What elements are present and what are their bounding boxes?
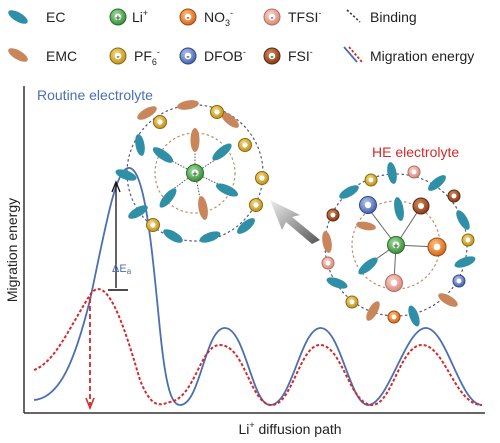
legend-item-no3: - NO3-: [179, 8, 233, 28]
legend-label-no3: NO: [204, 9, 225, 25]
legend-label-fsi: FSI: [288, 48, 310, 64]
minus-sign-icon: -: [270, 13, 273, 22]
legend-label-no3-sub: 3: [225, 18, 230, 28]
plot-axes: Migration energy Li+ diffusion path: [4, 86, 485, 437]
legend-label-li-sup: +: [143, 8, 148, 18]
activation-energy-arrow: ΔEa: [108, 180, 132, 291]
svg-text:+: +: [192, 170, 199, 179]
ec-molecule-icon: [8, 10, 28, 24]
svg-text:NO3-: NO3-: [204, 8, 233, 28]
svg-text:DFOB-: DFOB-: [204, 47, 246, 64]
svg-text:+: +: [393, 242, 400, 251]
legend-label-pf6: PF: [134, 48, 152, 64]
svg-text:Li+: Li+: [132, 8, 148, 25]
legend-label-pf6-sup: -: [157, 47, 160, 57]
legend-label-no3-sup: -: [230, 8, 233, 18]
legend-label-pf6-sub: 6: [152, 57, 157, 67]
legend-label-migration: Migration energy: [370, 48, 474, 64]
minus-sign-icon: -: [270, 52, 273, 61]
legend-label-fsi-sup: -: [310, 47, 313, 57]
legend-label-ec: EC: [46, 9, 65, 25]
legend-label-li: Li: [132, 9, 143, 25]
legend-item-dfob: - DFOB-: [179, 47, 246, 65]
minus-sign-icon: -: [116, 52, 119, 61]
transition-arrow-icon: [270, 200, 320, 244]
y-axis-label: Migration energy: [4, 198, 20, 302]
routine-solvation-structure: +: [115, 100, 269, 243]
legend-label-tfsi-sup: -: [318, 8, 321, 18]
svg-text:FSI-: FSI-: [288, 47, 313, 64]
legend-label-emc: EMC: [46, 48, 77, 64]
he-migration-curve: [33, 288, 483, 407]
legend-label-tfsi: TFSI: [288, 9, 318, 25]
x-axis-label: Li+ diffusion path: [238, 420, 341, 437]
svg-text:PF6-: PF6-: [134, 47, 160, 67]
minus-sign-icon: -: [186, 13, 189, 22]
legend-item-ec: EC: [8, 9, 65, 25]
legend-label-dfob: DFOB: [204, 48, 243, 64]
plus-sign-icon: +: [115, 14, 122, 23]
minus-sign-icon: -: [186, 52, 189, 61]
legend: EC + Li+ - NO3- - TFSI- Binding EMC: [8, 8, 474, 67]
routine-electrolyte-label: Routine electrolyte: [37, 87, 153, 103]
emc-molecule-icon: [8, 48, 28, 62]
he-electrolyte-label: HE electrolyte: [372, 144, 459, 160]
legend-item-binding: Binding: [346, 9, 417, 25]
legend-item-tfsi: - TFSI-: [263, 8, 321, 26]
legend-label-binding: Binding: [370, 9, 417, 25]
migration-energy-line-icon: [343, 46, 358, 63]
legend-item-emc: EMC: [8, 48, 77, 64]
binding-line-icon: [346, 9, 361, 23]
legend-item-fsi: - FSI-: [263, 47, 313, 65]
legend-item-pf6: - PF6-: [109, 47, 160, 67]
legend-label-dfob-sup: -: [243, 47, 246, 57]
legend-item-li: + Li+: [109, 8, 148, 26]
routine-migration-curve: [33, 167, 483, 406]
pf6-anion-icon: [146, 105, 269, 232]
legend-item-migration-energy: Migration energy: [343, 46, 474, 64]
he-solvation-structure: +: [321, 162, 476, 327]
svg-text:TFSI-: TFSI-: [288, 8, 321, 25]
delta-ea-label: ΔEa: [112, 263, 132, 276]
